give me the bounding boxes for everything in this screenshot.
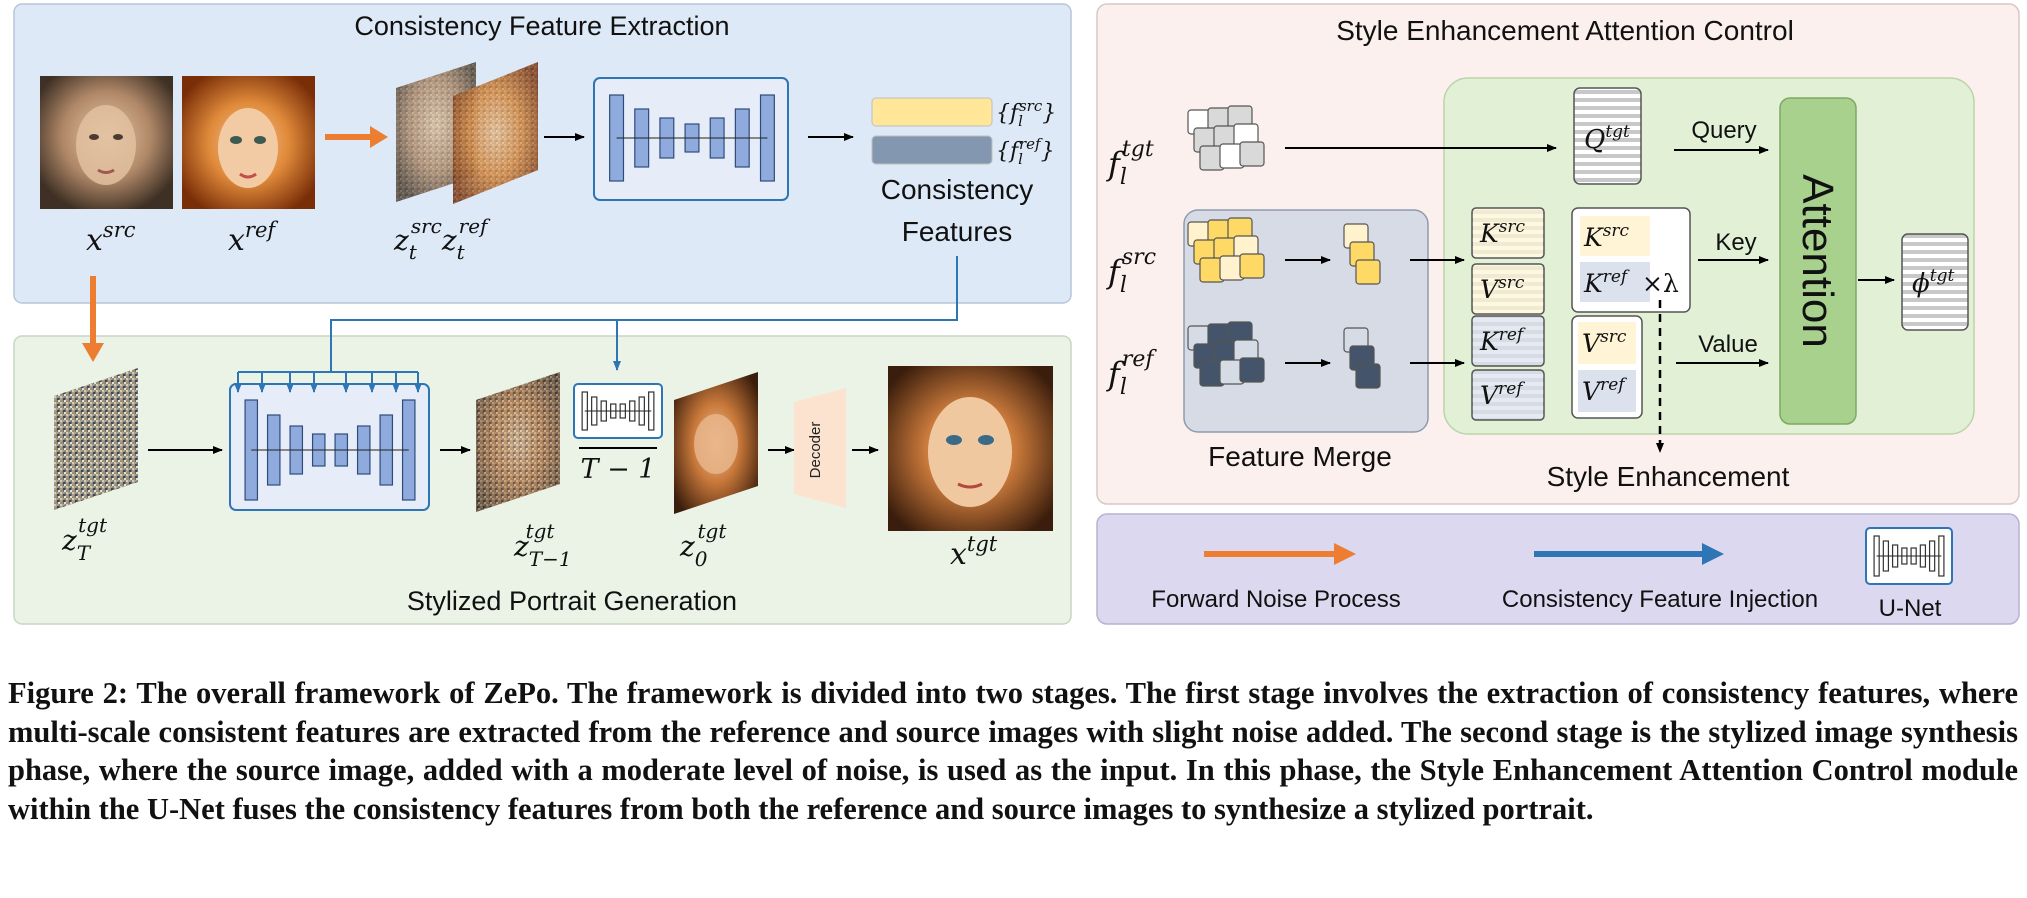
svg-text:xtgt: xtgt (950, 532, 998, 572)
attention-block (1779, 97, 1857, 425)
reference-feature-bar (871, 135, 993, 165)
reference-feature-cubes (1187, 321, 1265, 387)
source-feature-bar (871, 97, 993, 127)
value-label: Value (1698, 331, 1758, 358)
framework-diagram: Consistency Feature Extraction xsrc xref… (13, 3, 2020, 625)
svg-text:Decoder: Decoder (807, 422, 824, 479)
attention-control-title: Style Enhancement Attention Control (1336, 15, 1794, 46)
svg-text:T − 1: T − 1 (581, 454, 656, 485)
svg-text:zTtgt: zTtgt (61, 513, 108, 565)
key-reference-box: Kref (1471, 315, 1545, 367)
concatenated-value-box: Vsrc Vref (1571, 315, 1643, 419)
svg-text:ϕtgt: ϕtgt (1912, 266, 1954, 299)
stylized-output-image (888, 366, 1053, 531)
svg-text:zT−1tgt: zT−1tgt (513, 519, 572, 571)
noisy-target-latent-zT (54, 368, 138, 510)
merged-reference-cubes (1343, 327, 1381, 389)
value-reference-box: Vref (1471, 369, 1545, 421)
svg-text:Ksrc: Ksrc (1583, 221, 1630, 252)
svg-text:Vsrc: Vsrc (1480, 273, 1525, 304)
svg-text:Qtgt: Qtgt (1584, 122, 1630, 155)
unet-extraction (593, 77, 789, 201)
stylized-generation-title: Stylized Portrait Generation (407, 586, 737, 616)
feature-merge-label: Feature Merge (1208, 441, 1392, 472)
denoised-latent-z0 (674, 372, 758, 514)
legend-unet-icon (1865, 527, 1953, 585)
style-enhancement-label: Style Enhancement (1547, 461, 1790, 492)
value-source-box: Vsrc (1471, 263, 1545, 315)
feature-cube (1355, 259, 1381, 285)
query-box: Qtgt (1573, 87, 1642, 185)
svg-text:xref: xref (228, 218, 278, 258)
feature-cube (1239, 141, 1265, 167)
svg-text:Kref: Kref (1583, 267, 1630, 298)
decoder-block (794, 388, 846, 508)
svg-text:flref: flref (1106, 347, 1157, 400)
merged-source-cubes (1343, 223, 1381, 285)
legend-unet: U-Net (1879, 595, 1942, 622)
svg-text:Vsrc: Vsrc (1582, 327, 1627, 358)
consistency-features-label: Consistency (881, 174, 1034, 205)
target-feature-cubes (1187, 105, 1265, 171)
figure-caption: Figure 2: The overall framework of ZePo.… (8, 676, 2018, 826)
unet-small-repeat (573, 383, 663, 439)
legend-forward-noise: Forward Noise Process (1151, 586, 1400, 613)
reference-portrait-image (182, 76, 315, 209)
source-feature-cubes (1187, 217, 1265, 283)
svg-text:×λ: ×λ (1642, 269, 1679, 298)
svg-text:Kref: Kref (1479, 325, 1526, 356)
attention-output-box: ϕtgt (1901, 233, 1969, 331)
svg-text:Ksrc: Ksrc (1479, 217, 1526, 248)
svg-text:Attention: Attention (1793, 174, 1842, 348)
svg-text:Vref: Vref (1480, 379, 1525, 410)
legend-consistency-injection: Consistency Feature Injection (1502, 586, 1818, 613)
unet-generation (229, 383, 430, 511)
feature-cube (1239, 357, 1265, 383)
svg-text:Features: Features (902, 216, 1013, 247)
feature-cube (1355, 363, 1381, 389)
svg-text:Vref: Vref (1582, 375, 1627, 406)
key-source-box: Ksrc (1471, 207, 1545, 259)
legend-panel (1096, 513, 2020, 625)
svg-text:ztsrcztref: ztsrcztref (393, 214, 491, 264)
feature-cube (1239, 253, 1265, 279)
query-label: Query (1691, 117, 1756, 144)
key-label: Key (1715, 229, 1756, 256)
svg-text:z0tgt: z0tgt (679, 519, 727, 571)
consistency-extraction-title: Consistency Feature Extraction (354, 11, 729, 41)
concatenated-key-box: Ksrc Kref ×λ (1571, 207, 1691, 313)
noisy-reference-latent (453, 62, 538, 204)
consistency-injection-lines (238, 256, 958, 373)
svg-text:xsrc: xsrc (86, 218, 136, 258)
svg-text:flsrc: flsrc (1106, 245, 1156, 298)
source-portrait-image (40, 76, 173, 209)
noisy-target-latent-zT-1 (476, 372, 560, 512)
